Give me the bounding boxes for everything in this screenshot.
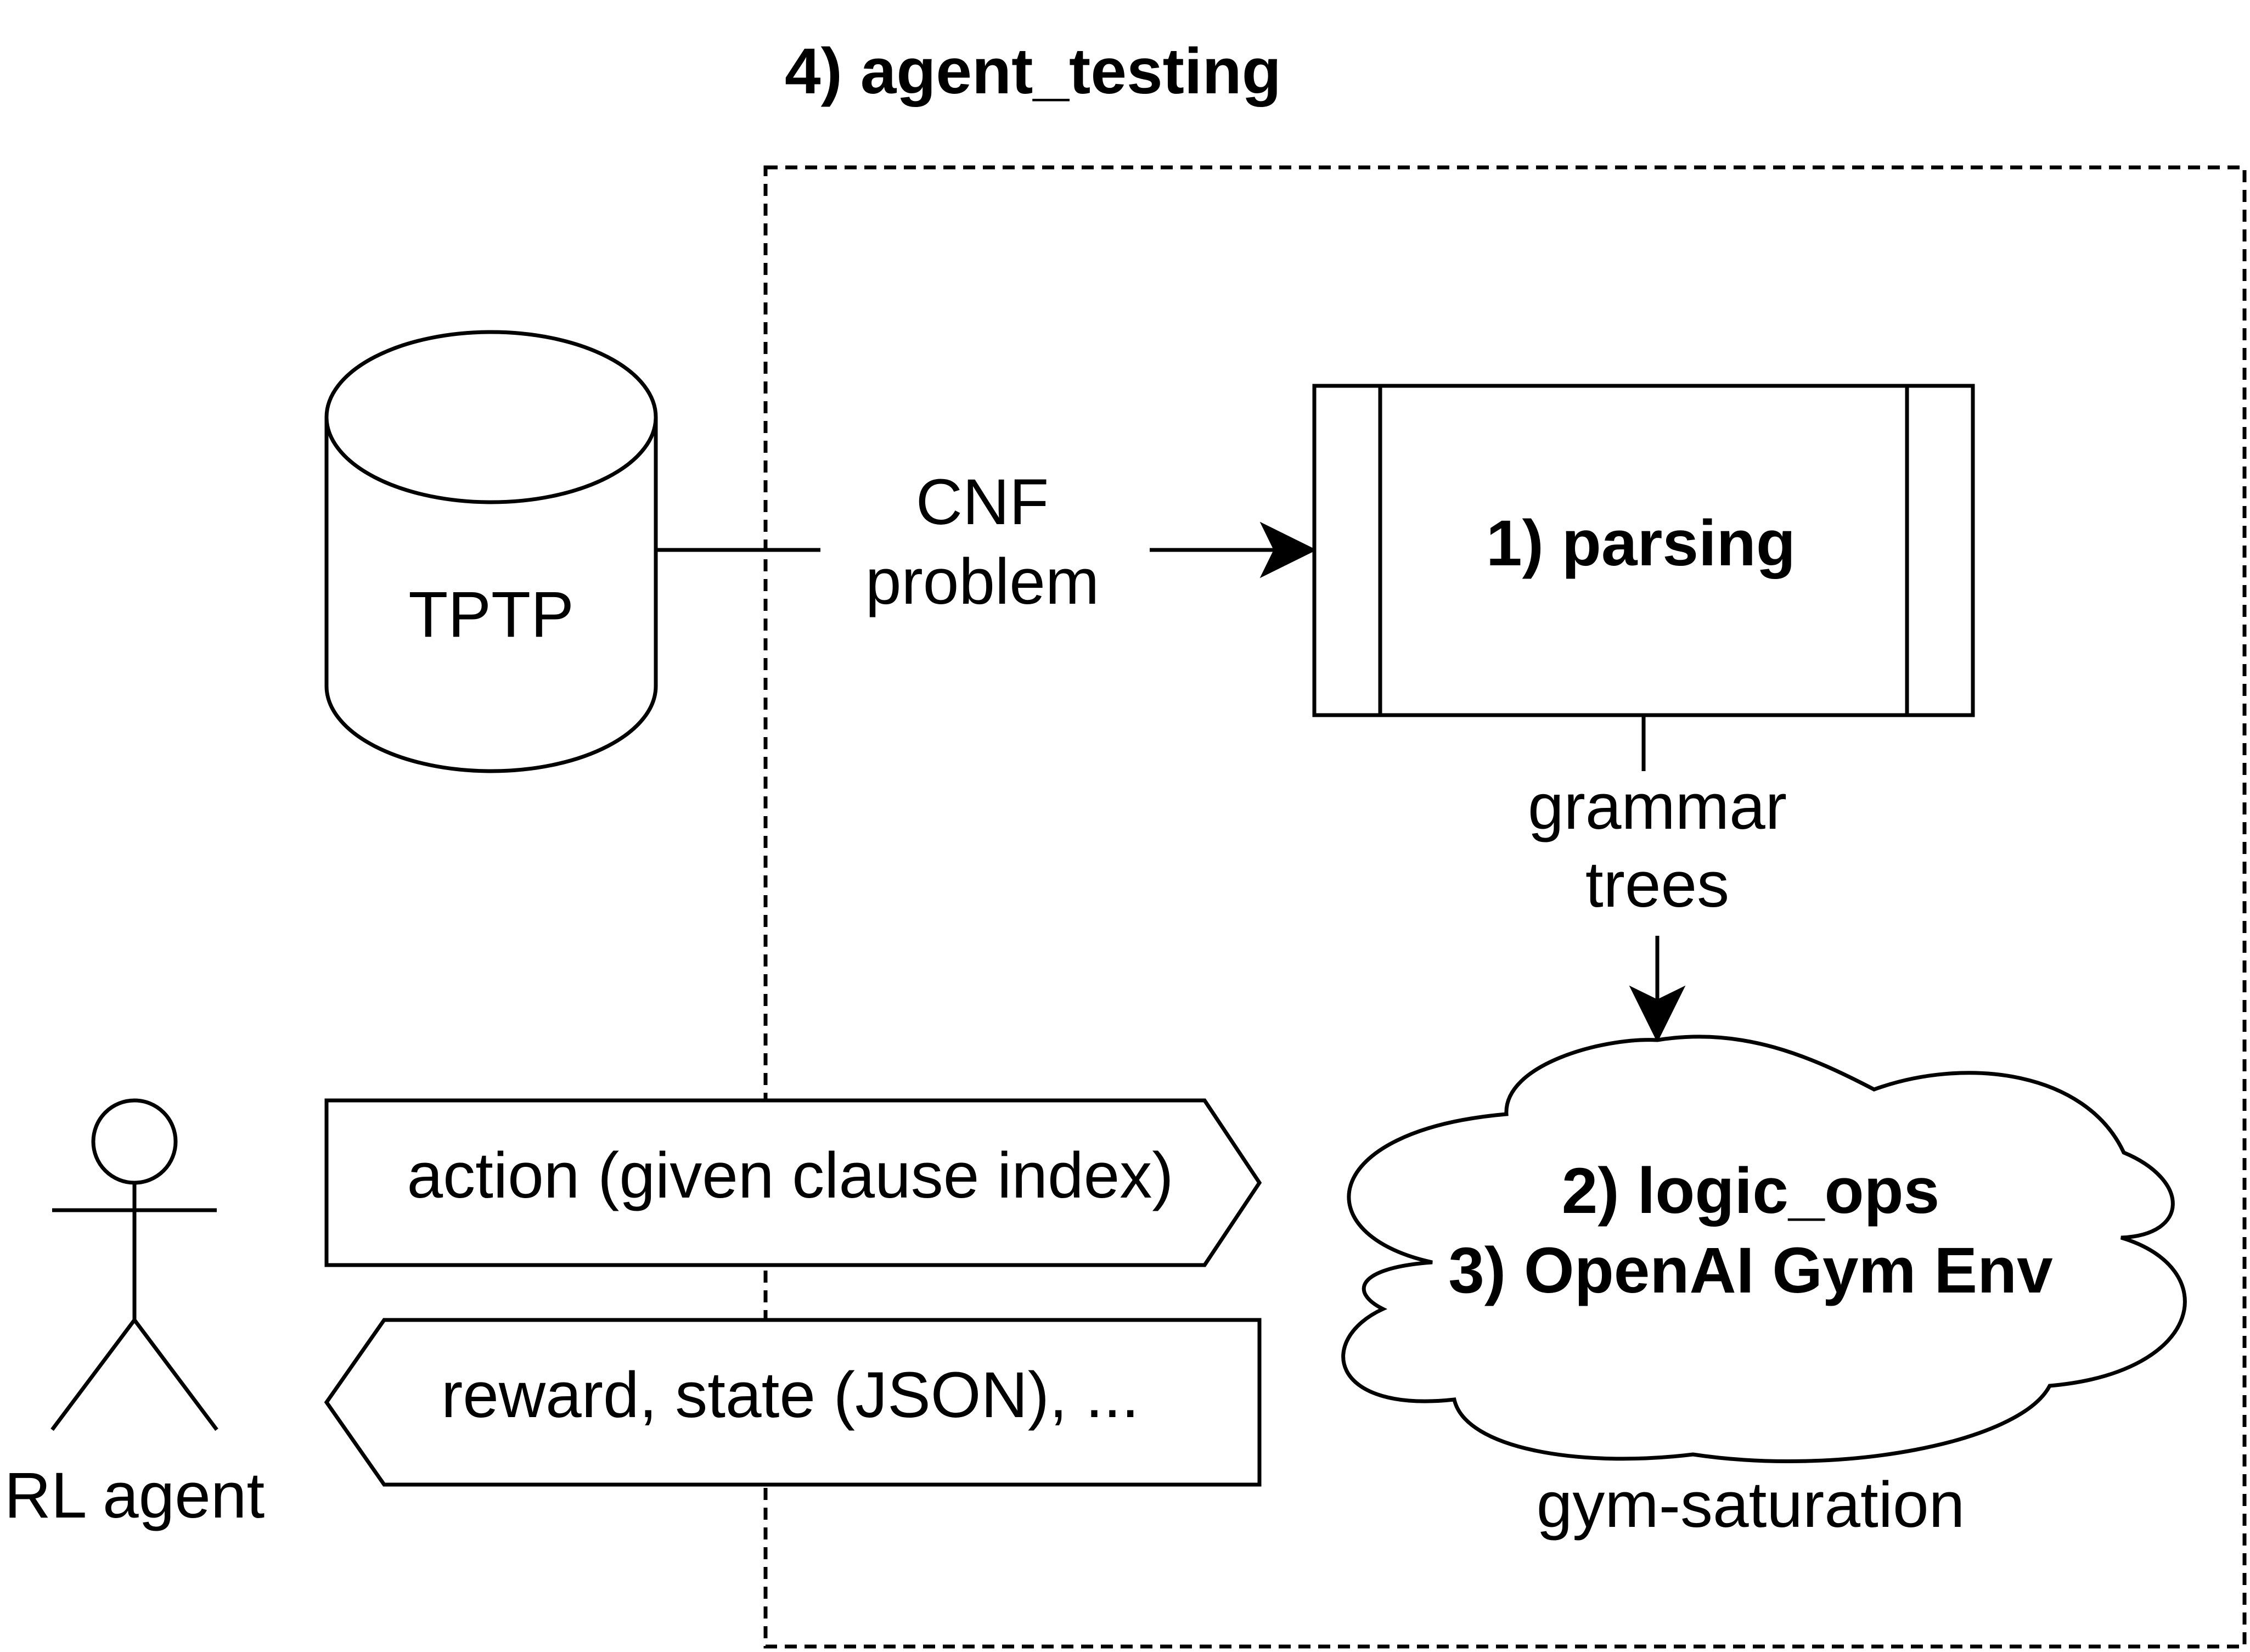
tptp-label: TPTP — [408, 578, 574, 651]
arrowhead-icon — [1629, 985, 1686, 1043]
agent-testing-boundary — [763, 165, 2247, 1649]
parsing-process: 1) parsing — [1312, 384, 1975, 717]
tptp-database: TPTP — [324, 330, 658, 773]
boundary-title: 4) agent_testing — [785, 35, 1281, 108]
action-label: action (given clause index) — [407, 1139, 1173, 1212]
edge-grammar-label-line2: trees — [1585, 849, 1729, 921]
reward-arrow-shape: reward, state (JSON), ... — [324, 1318, 1262, 1487]
action-arrow-shape: action (given clause index) — [324, 1098, 1262, 1267]
edge-cnf-problem: CNF problem — [656, 466, 1317, 618]
gym-saturation-caption: gym-saturation — [1537, 1469, 1965, 1541]
edge-grammar-trees: grammar trees — [1528, 715, 1787, 1043]
parsing-label: 1) parsing — [1486, 507, 1796, 580]
edge-cnf-label-line2: problem — [865, 546, 1099, 618]
edge-grammar-label-line1: grammar — [1528, 771, 1787, 843]
cloud-label-line2: 3) OpenAI Gym Env — [1448, 1234, 2053, 1307]
rl-agent-label: RL agent — [4, 1459, 265, 1532]
cloud-label-line1: 2) logic_ops — [1562, 1155, 1939, 1227]
arrowhead-icon — [1259, 521, 1317, 578]
reward-label: reward, state (JSON), ... — [441, 1359, 1139, 1431]
gym-environment-cloud: 2) logic_ops 3) OpenAI Gym Env — [1341, 1035, 2187, 1463]
edge-cnf-label-line1: CNF — [916, 466, 1049, 538]
rl-agent-actor-icon — [50, 1098, 218, 1431]
